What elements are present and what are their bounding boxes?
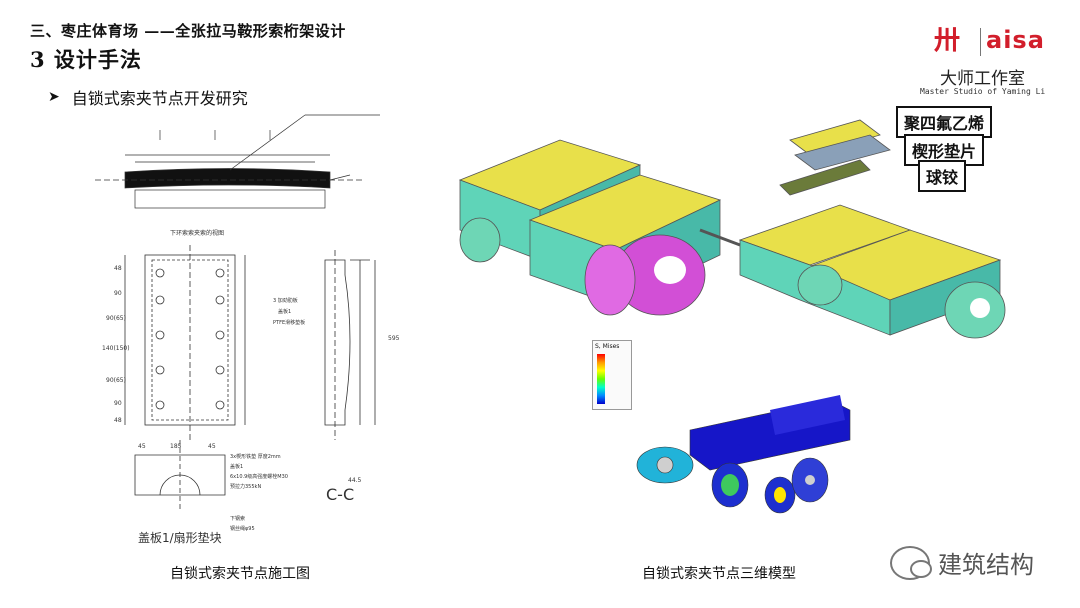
assembled-clamp-model: [458, 139, 722, 316]
bullet-text: 自锁式索夹节点开发研究: [71, 89, 248, 108]
plan-dimensions: 48 90 90(65) 140(150) 90(65) 90 48: [102, 265, 130, 424]
drawing-caption: 自锁式索夹节点施工图: [170, 566, 310, 582]
svg-text:90(65): 90(65): [106, 315, 126, 322]
watermark: 建筑结构: [890, 545, 1034, 580]
watermark-text: 建筑结构: [938, 551, 1034, 579]
svg-text:45: 45: [138, 443, 146, 450]
logo-studio-name: 大师工作室: [940, 69, 1025, 89]
elevation-view: [95, 114, 380, 209]
svg-text:48: 48: [114, 265, 122, 272]
section-dim: 44.5: [348, 477, 362, 484]
svg-text:盖板1: 盖板1: [230, 463, 243, 470]
svg-text:185: 185: [170, 443, 182, 450]
svg-text:6x10.9级高强度螺栓M30: 6x10.9级高强度螺栓M30: [230, 473, 288, 480]
model-3d-view: [458, 119, 1006, 514]
construction-drawing: 下环索索夹索的视图 48 90 90(65) 140(150) 90(65) 9…: [95, 114, 400, 545]
saddle-detail: [134, 440, 226, 510]
logo-studio-english: Master Studio of Yaming Li: [920, 87, 1046, 96]
svg-text:预拉力355kN: 预拉力355kN: [230, 483, 261, 490]
section-label: C-C: [326, 485, 354, 504]
saddle-dimensions: 45 185 45: [138, 443, 216, 450]
model-caption: 自锁式索夹节点三维模型: [642, 566, 796, 582]
exploded-clamp-model: [699, 119, 1006, 339]
svg-text:3x楔形铁垫 厚度2mm: 3x楔形铁垫 厚度2mm: [230, 453, 281, 460]
wechat-icon: [890, 545, 932, 580]
bullet-item: ➤ 自锁式索夹节点开发研究: [48, 85, 248, 109]
logo-divider: [980, 28, 981, 56]
arrow-right-icon: ➤: [48, 89, 60, 105]
section-title: 三、枣庄体育场 ——全张拉马鞍形索桁架设计: [30, 22, 346, 40]
svg-text:90: 90: [114, 290, 122, 297]
stress-contour-model: [636, 395, 851, 514]
svg-text:盖板1: 盖板1: [278, 308, 291, 315]
legend-color-scale: [597, 354, 605, 404]
svg-text:140(150): 140(150): [102, 345, 130, 352]
page-title: 3 设计手法: [30, 47, 142, 72]
top-view-title: 下环索索夹索的视图: [170, 229, 224, 237]
svg-text:钢丝绳φ95: 钢丝绳φ95: [230, 525, 255, 532]
logo: 卅 aisa 大师工作室 Master Studio of Yaming Li: [920, 24, 1052, 104]
ptfe-tag: 聚四氟乙烯: [896, 106, 993, 138]
ball-joint-tag: 球铰: [918, 160, 967, 192]
stress-legend: S, Mises: [592, 340, 632, 410]
section-view: [324, 250, 376, 440]
saddle-label: 盖板1/扇形垫块: [138, 530, 222, 545]
svg-text:48: 48: [114, 417, 122, 424]
svg-text:45: 45: [208, 443, 216, 450]
svg-text:90: 90: [114, 400, 122, 407]
drawing-notes: 3 加劲肋板 盖板1 PTFE滑移垫板 3x楔形铁垫 厚度2mm 盖板1 6x1…: [230, 297, 305, 532]
plan-view: [124, 245, 246, 440]
logo-mark-icon: 卅: [934, 26, 961, 56]
svg-text:下钢索: 下钢索: [230, 515, 245, 522]
section-dim: 595: [388, 335, 400, 342]
svg-text:90(65): 90(65): [106, 377, 126, 384]
svg-text:3 加劲肋板: 3 加劲肋板: [273, 297, 298, 304]
legend-title: S, Mises: [595, 343, 620, 350]
svg-text:PTFE滑移垫板: PTFE滑移垫板: [273, 319, 305, 326]
logo-brand: aisa: [986, 26, 1045, 54]
